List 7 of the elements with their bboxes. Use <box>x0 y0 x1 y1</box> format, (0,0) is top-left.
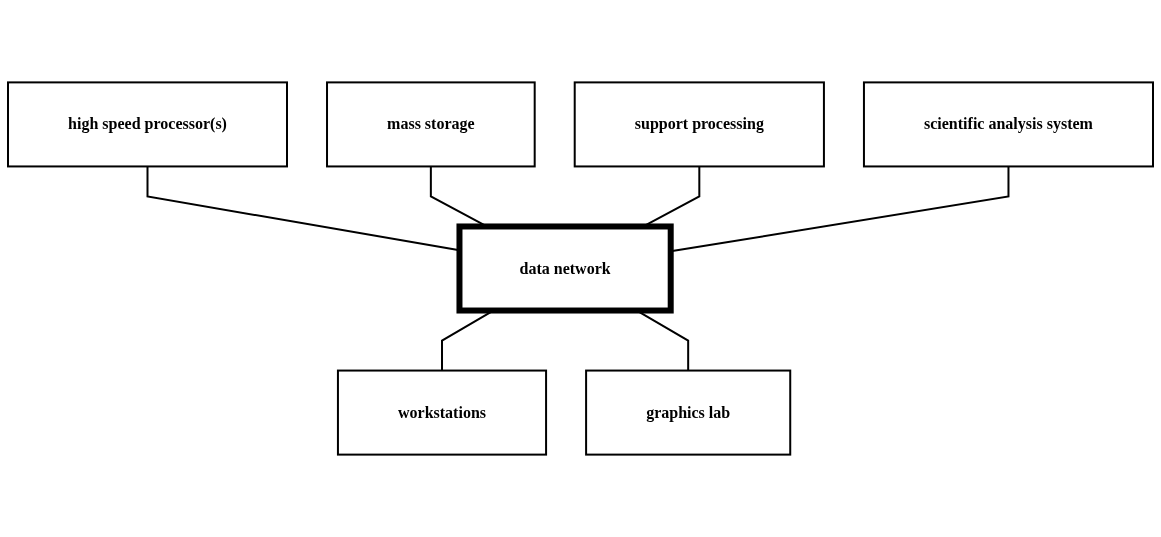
node-box: graphics lab <box>585 369 792 456</box>
node-box: support processing <box>573 81 825 168</box>
node-box: scientific analysis system <box>862 81 1154 168</box>
node-box: high speed processor(s) <box>7 81 288 168</box>
node-box: workstations <box>336 369 548 456</box>
node-box: mass storage <box>326 81 536 168</box>
node-box: data network <box>456 223 674 314</box>
